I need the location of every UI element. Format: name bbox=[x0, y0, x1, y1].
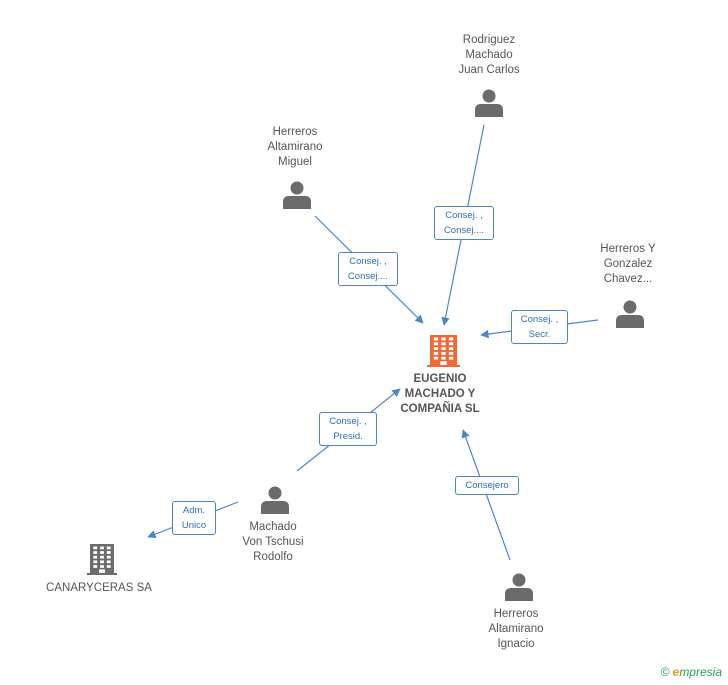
center-label-line: MACHADO Y bbox=[404, 388, 476, 400]
person-icon[interactable] bbox=[505, 573, 533, 602]
edge-label-herreros-gonzalez[interactable]: Consej. , Secr. bbox=[511, 310, 568, 344]
edge-label-line: Presid. bbox=[333, 431, 363, 442]
edge-label-line: Consej. , bbox=[520, 314, 559, 325]
node-label-machado-rodolfo[interactable]: Machado Von Tschusi Rodolfo bbox=[213, 520, 333, 565]
node-label-line: Rodriguez bbox=[462, 34, 516, 46]
node-label-herreros-gonzalez[interactable]: Herreros Y Gonzalez Chavez... bbox=[568, 242, 688, 287]
node-label-line: CANARYCERAS SA bbox=[46, 582, 152, 594]
edge-label-herreros-ignacio[interactable]: Consejero bbox=[455, 476, 519, 495]
node-label-line: Machado bbox=[249, 521, 297, 533]
edge-label-line: Consej.... bbox=[347, 271, 389, 282]
brand-watermark: ©empresia bbox=[661, 665, 722, 679]
center-label-line: EUGENIO bbox=[413, 373, 467, 385]
node-label-rodriguez[interactable]: Rodriguez Machado Juan Carlos bbox=[429, 33, 549, 78]
edge-label-line: Unico bbox=[181, 520, 207, 531]
node-label-line: Machado bbox=[465, 49, 513, 61]
building-icon[interactable] bbox=[87, 544, 117, 575]
edge-label-canaryceras[interactable]: Adm. Unico bbox=[172, 501, 216, 535]
edge-label-line: Consej. , bbox=[445, 210, 483, 221]
edge-label-herreros-miguel[interactable]: Consej. , Consej.... bbox=[338, 252, 398, 286]
node-label-line: Herreros Y bbox=[600, 243, 656, 255]
node-label-line: Ignacio bbox=[497, 638, 535, 650]
node-label-line: Miguel bbox=[278, 156, 312, 168]
node-label-line: Von Tschusi bbox=[242, 536, 304, 548]
edge-line-herreros-ignacio bbox=[461, 429, 511, 561]
center-building-icon[interactable] bbox=[427, 335, 460, 367]
copyright-mark: © bbox=[660, 665, 670, 679]
node-label-line: Herreros bbox=[272, 126, 318, 138]
node-label-line: Rodolfo bbox=[253, 551, 293, 563]
edge-label-line: Consejero bbox=[465, 480, 509, 491]
center-label-line: COMPAÑIA SL bbox=[400, 403, 480, 415]
icons-layer bbox=[87, 89, 644, 602]
edge-label-line: Consej. , bbox=[349, 256, 387, 267]
node-label-line: Altamirano bbox=[267, 141, 323, 153]
node-label-line: Herreros bbox=[493, 608, 539, 620]
center-company-label[interactable]: EUGENIO MACHADO Y COMPAÑIA SL bbox=[384, 372, 496, 417]
edge-label-rodriguez[interactable]: Consej. , Consej.... bbox=[434, 206, 494, 240]
edge-label-line: Secr. bbox=[528, 329, 551, 340]
edge-label-line: Consej. , bbox=[329, 416, 367, 427]
node-label-line: Altamirano bbox=[488, 623, 544, 635]
node-label-line: Chavez... bbox=[603, 273, 653, 285]
person-icon[interactable] bbox=[283, 181, 311, 210]
person-icon[interactable] bbox=[261, 486, 289, 515]
brand-name: mpresia bbox=[679, 665, 722, 679]
edge-label-line: Adm. bbox=[182, 505, 206, 516]
edge-label-line: Consej.... bbox=[443, 225, 485, 236]
node-label-line: Gonzalez bbox=[603, 258, 653, 270]
edge-label-machado-rodolfo[interactable]: Consej. , Presid. bbox=[319, 412, 377, 446]
node-label-canaryceras[interactable]: CANARYCERAS SA bbox=[34, 581, 164, 596]
brand-initial: e bbox=[672, 665, 680, 679]
node-label-herreros-miguel[interactable]: Herreros Altamirano Miguel bbox=[235, 125, 355, 170]
node-label-line: Juan Carlos bbox=[458, 64, 520, 76]
person-icon[interactable] bbox=[616, 300, 644, 329]
person-icon[interactable] bbox=[475, 89, 503, 118]
node-label-herreros-ignacio[interactable]: Herreros Altamirano Ignacio bbox=[456, 607, 576, 652]
